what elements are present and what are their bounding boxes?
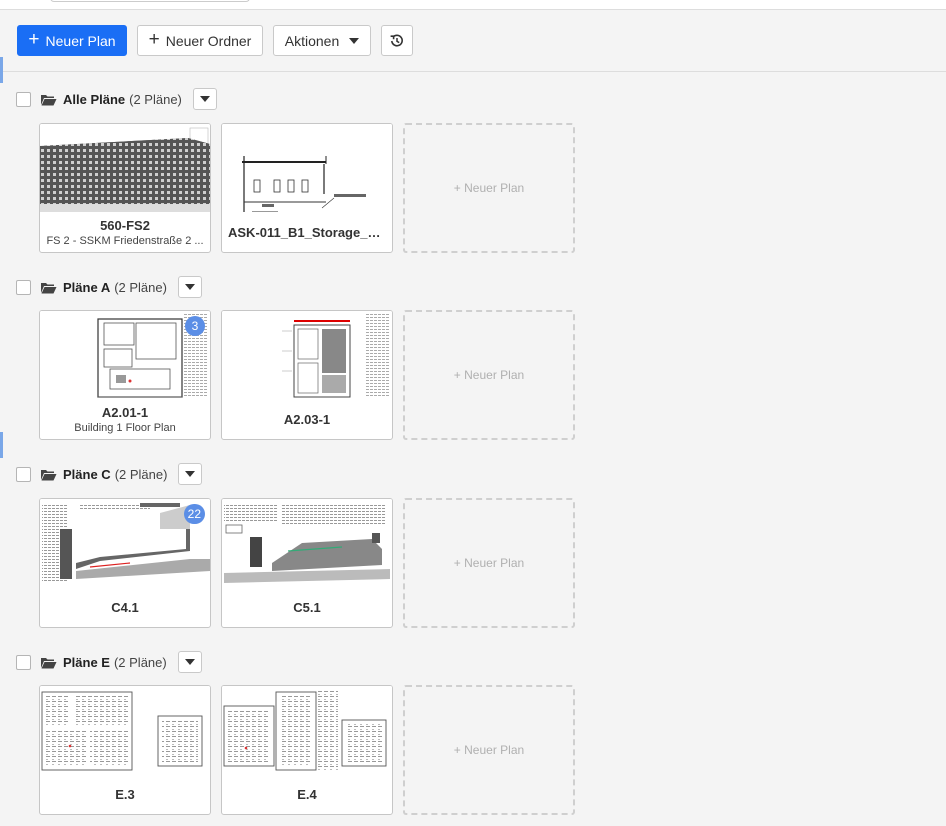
folder-checkbox[interactable]: [16, 91, 31, 107]
new-plan-placeholder[interactable]: + Neuer Plan: [403, 310, 575, 440]
folder-menu-button[interactable]: [192, 88, 217, 110]
plan-card[interactable]: A2.03-1: [221, 310, 393, 440]
folder-open-icon: [40, 281, 57, 294]
plan-thumbnail: [222, 311, 392, 399]
plan-title: A2.03-1: [283, 411, 331, 427]
caret-down-icon: [349, 37, 360, 44]
folder-header: Pläne C (2 Pläne): [16, 463, 203, 485]
folder-name[interactable]: Pläne E: [63, 654, 110, 670]
new-plan-placeholder[interactable]: + Neuer Plan: [403, 498, 575, 628]
new-plan-placeholder[interactable]: + Neuer Plan: [403, 685, 575, 815]
plan-title: E.3: [115, 786, 135, 802]
folder-open-icon: [40, 656, 57, 669]
folder-count: (2 Pläne): [113, 654, 167, 670]
plan-subtitle: Building 1 Floor Plan: [74, 421, 176, 434]
folder-open-icon: [40, 468, 57, 481]
new-plan-button-label: Neuer Plan: [45, 32, 116, 49]
top-strip: [0, 0, 946, 10]
plan-title: A2.01-1: [101, 404, 149, 420]
plan-thumbnail: [222, 686, 392, 774]
history-button[interactable]: [381, 25, 413, 56]
plan-title: C5.1: [293, 599, 321, 615]
plan-thumbnail: 3: [40, 311, 210, 399]
folder-count: (2 Pläne): [114, 466, 168, 482]
actions-dropdown-label: Aktionen: [284, 32, 340, 49]
folder-header: Alle Pläne (2 Pläne): [16, 88, 217, 110]
folder-header: Pläne A (2 Pläne): [16, 276, 202, 298]
history-icon: [390, 34, 403, 47]
plan-card[interactable]: 560-FS2 FS 2 - SSKM Friedenstraße 2 ...: [39, 123, 211, 253]
new-folder-button[interactable]: + Neuer Ordner: [137, 25, 263, 56]
plan-card[interactable]: 3 A2.01-1 Building 1 Floor Plan: [39, 310, 211, 440]
new-plan-button[interactable]: + Neuer Plan: [17, 25, 127, 56]
actions-dropdown[interactable]: Aktionen: [273, 25, 371, 56]
new-folder-button-label: Neuer Ordner: [165, 32, 252, 49]
folder-menu-button[interactable]: [177, 651, 202, 673]
folder-menu-button[interactable]: [177, 276, 202, 298]
plan-card[interactable]: E.4: [221, 685, 393, 815]
folder-checkbox[interactable]: [16, 466, 31, 482]
folder-name[interactable]: Pläne A: [63, 279, 111, 295]
toolbar: + Neuer Plan + Neuer Ordner Aktionen: [0, 10, 946, 72]
plan-title: ASK-011_B1_Storage_H...: [228, 224, 386, 240]
plan-title: C4.1: [111, 599, 139, 615]
plan-thumbnail: [222, 499, 392, 587]
plan-title: 560-FS2: [100, 217, 150, 233]
folder-count: (2 Pläne): [114, 279, 167, 295]
folder-count: (2 Pläne): [129, 91, 182, 107]
plan-thumbnail: [40, 124, 210, 212]
folder-checkbox[interactable]: [16, 279, 31, 295]
plan-thumbnail: 22: [40, 499, 210, 587]
new-plan-placeholder[interactable]: + Neuer Plan: [403, 123, 575, 253]
folder-checkbox[interactable]: [16, 654, 31, 670]
caret-down-icon: [185, 471, 196, 477]
search-input-edge[interactable]: [50, 0, 250, 2]
caret-down-icon: [184, 284, 195, 290]
folder-name[interactable]: Pläne C: [63, 466, 111, 482]
caret-down-icon: [184, 659, 195, 665]
plan-card[interactable]: ASK-011_B1_Storage_H...: [221, 123, 393, 253]
plus-icon: +: [28, 29, 40, 50]
folder-open-icon: [40, 93, 57, 106]
plan-thumbnail: [222, 124, 392, 212]
annotation-count-badge: 22: [183, 504, 205, 524]
folder-header: Pläne E (2 Pläne): [16, 651, 202, 673]
plus-icon: +: [148, 29, 160, 50]
plan-card[interactable]: 22 C4.1: [39, 498, 211, 628]
plan-card[interactable]: E.3: [39, 685, 211, 815]
selection-marker: [0, 432, 3, 458]
folder-menu-button[interactable]: [178, 463, 203, 485]
plan-title: E.4: [297, 786, 317, 802]
plan-subtitle: FS 2 - SSKM Friedenstraße 2 ...: [46, 234, 204, 247]
plan-card[interactable]: C5.1: [221, 498, 393, 628]
annotation-count-badge: 3: [185, 316, 205, 336]
plan-thumbnail: [40, 686, 210, 774]
folder-name[interactable]: Alle Pläne: [63, 91, 126, 107]
selection-marker: [0, 57, 3, 83]
caret-down-icon: [199, 96, 210, 102]
